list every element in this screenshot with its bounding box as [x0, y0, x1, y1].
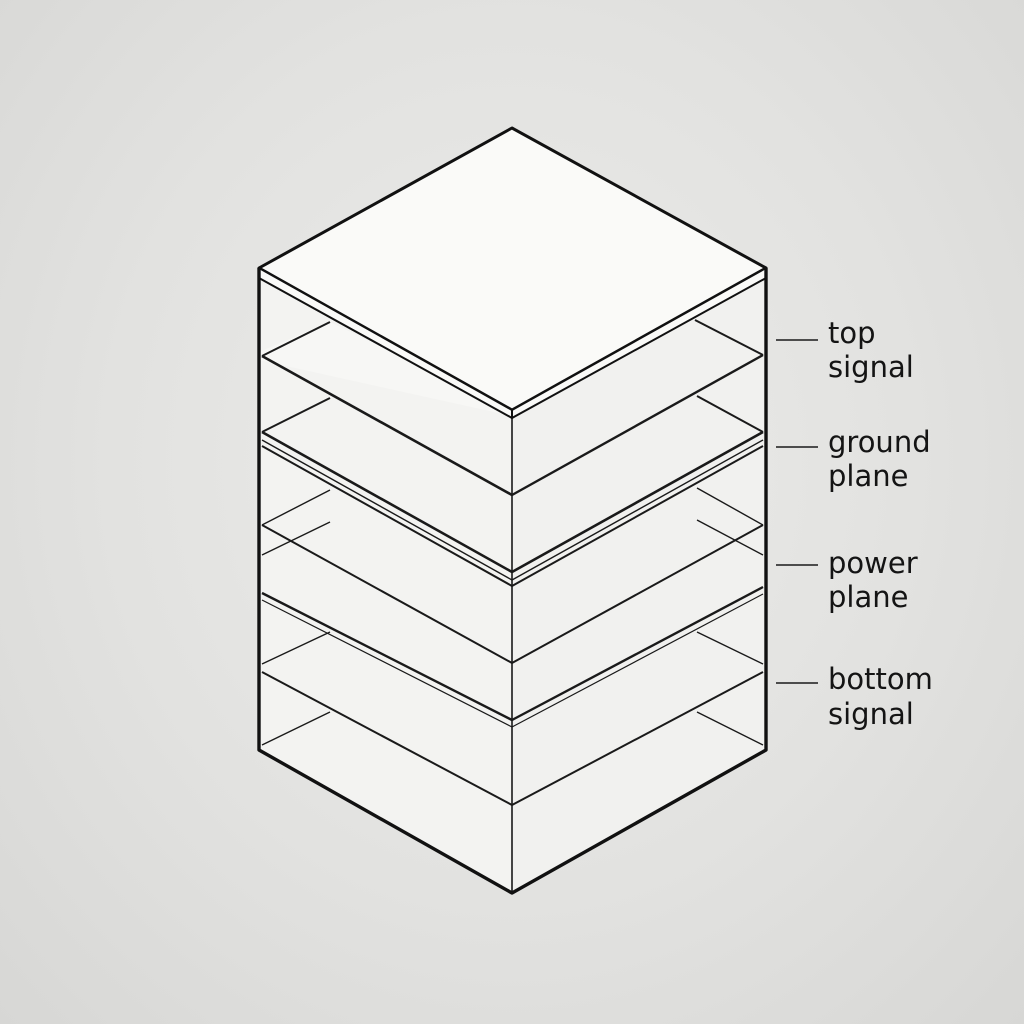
- label-bottom-signal-line1: bottom: [828, 662, 933, 696]
- layer-sheet-4: [261, 519, 764, 728]
- interior-layers: [259, 319, 764, 893]
- label-power-plane-line2: plane: [828, 580, 908, 614]
- outer-outline: [257, 268, 768, 895]
- label-power-plane-line1: power: [828, 546, 918, 580]
- layer-sheet-5: [261, 631, 764, 806]
- layer-sheet-1: [259, 319, 764, 497]
- stack-outline: [259, 268, 766, 893]
- label-bottom-signal-line2: signal: [828, 697, 914, 731]
- label-top-signal: top signal: [828, 316, 914, 384]
- label-ground-plane-line2: plane: [828, 459, 908, 493]
- left-face: [259, 268, 512, 893]
- label-power-plane: power plane: [828, 546, 918, 614]
- layer-sheet-2: [261, 395, 764, 587]
- layer-sheet-6: [261, 711, 764, 746]
- label-top-signal-line1: top: [828, 316, 876, 350]
- label-top-signal-line2: signal: [828, 350, 914, 384]
- label-ground-plane-line1: ground: [828, 425, 931, 459]
- leader-lines: [776, 339, 818, 684]
- label-bottom-signal: bottom signal: [828, 662, 933, 731]
- label-ground-plane: ground plane: [828, 425, 931, 493]
- right-face: [512, 268, 766, 893]
- layer-sheet-3: [261, 487, 764, 664]
- layer-labels: top signal ground plane power plane bott…: [828, 316, 933, 731]
